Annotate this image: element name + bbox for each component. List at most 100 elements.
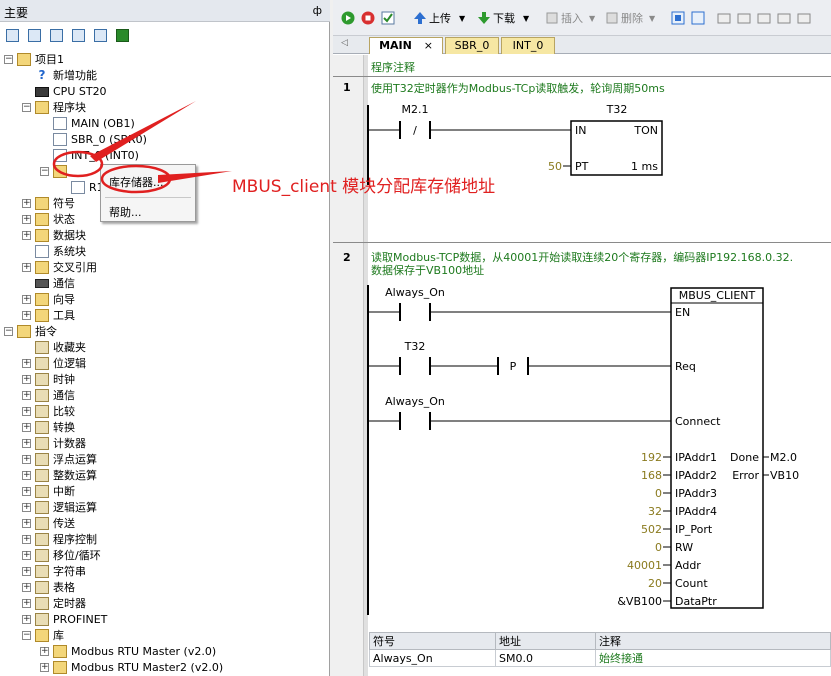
expand-icon[interactable]: + [22, 582, 31, 592]
delete-dropdown-icon[interactable]: ▼ [649, 14, 656, 23]
contact-always-on-2[interactable]: Always_On [368, 395, 671, 430]
expand-icon[interactable]: + [22, 470, 31, 480]
contact-m2-1[interactable]: M2.1 / [368, 103, 571, 139]
insert-dropdown-icon[interactable]: ▼ [589, 14, 596, 23]
ladder-editor[interactable]: 程序注释 1 使用T32定时器作为Modbus-TCp读取触发，轮询周期50ms… [333, 55, 831, 676]
expand-icon[interactable]: + [22, 294, 31, 304]
download-dropdown-icon[interactable]: ▼ [523, 14, 530, 23]
mbus-client-block[interactable]: MBUS_CLIENT ENReqConnectIPAddr1192IPAddr… [617, 287, 799, 609]
expand-icon[interactable]: + [40, 662, 49, 672]
delete-icon[interactable] [605, 11, 619, 25]
tab-int0[interactable]: INT_0 [501, 37, 555, 54]
upload-icon[interactable] [413, 11, 427, 25]
expand-icon[interactable]: + [22, 502, 31, 512]
monitor-icon[interactable] [671, 11, 685, 25]
tab-sbr0[interactable]: SBR_0 [445, 37, 499, 54]
expand-icon[interactable]: + [22, 550, 31, 560]
library-memory-menu-item[interactable]: 库存储器... [109, 176, 164, 189]
collapse-icon[interactable]: − [40, 166, 49, 176]
block-input-value[interactable]: 32 [648, 505, 662, 518]
pin-icon[interactable]: ф [312, 4, 322, 17]
col-comment[interactable]: 注释 [595, 632, 831, 650]
view-icon[interactable] [6, 29, 19, 42]
run-view-icon[interactable] [116, 29, 129, 42]
upload-button[interactable]: 上传 [429, 12, 451, 25]
block-input-value[interactable]: 0 [655, 541, 662, 554]
delete-button[interactable]: 删除 [621, 12, 643, 25]
expand-icon[interactable]: + [22, 422, 31, 432]
block-input-value[interactable]: 20 [648, 577, 662, 590]
network-copy-icon[interactable] [757, 11, 771, 25]
collapse-icon[interactable]: − [22, 102, 31, 112]
expand-icon[interactable]: + [22, 518, 31, 528]
download-icon[interactable] [477, 11, 491, 25]
program-comment[interactable]: 程序注释 [371, 61, 415, 74]
expand-icon[interactable]: + [22, 198, 31, 208]
col-address[interactable]: 地址 [495, 632, 596, 650]
tab-main[interactable]: MAIN × [369, 37, 443, 54]
expand-icon[interactable]: + [22, 310, 31, 320]
expand-icon[interactable]: + [22, 454, 31, 464]
timer-t32-block[interactable]: T32 IN TON PT 50 1 ms [548, 103, 663, 176]
block-input-value[interactable]: 192 [641, 451, 662, 464]
block-output-value[interactable]: M2.0 [770, 451, 797, 464]
collapse-icon[interactable]: − [22, 630, 31, 640]
network-2-comment-line2[interactable]: 数据保存于VB100地址 [371, 264, 485, 277]
network-1-number[interactable]: 1 [343, 81, 351, 94]
upload-dropdown-icon[interactable]: ▼ [459, 14, 466, 23]
network-more-icon[interactable] [797, 11, 811, 25]
expand-icon[interactable]: + [22, 406, 31, 416]
expand-icon[interactable]: + [22, 614, 31, 624]
collapse-icon[interactable]: − [4, 54, 13, 64]
contact-always-on-1[interactable]: Always_On [368, 286, 671, 321]
expand-icon[interactable]: + [22, 566, 31, 576]
chart-view-icon[interactable] [94, 29, 107, 42]
expand-icon[interactable]: + [22, 598, 31, 608]
expand-icon[interactable]: + [22, 214, 31, 224]
tab-sbr0-label: SBR_0 [454, 39, 490, 52]
positive-edge-contact[interactable]: P [497, 357, 671, 375]
network-2-number[interactable]: 2 [343, 251, 351, 264]
block-output-value[interactable]: VB10 [770, 469, 799, 482]
table-row[interactable]: Always_On SM0.0 始终接通 [369, 649, 831, 667]
ladder-diagram[interactable]: M2.1 / T32 IN TON PT 50 1 ms Always_On [333, 55, 831, 630]
network-insert-icon[interactable] [717, 11, 731, 25]
block-input-value[interactable]: 502 [641, 523, 662, 536]
compile-icon[interactable] [381, 11, 395, 25]
tab-close-icon[interactable]: × [423, 39, 433, 52]
expand-icon[interactable]: + [22, 390, 31, 400]
expand-icon[interactable]: + [22, 486, 31, 496]
run-icon[interactable] [341, 11, 355, 25]
expand-icon[interactable]: + [22, 534, 31, 544]
network-delete-icon[interactable] [737, 11, 751, 25]
expand-icon[interactable]: + [22, 438, 31, 448]
download-button[interactable]: 下载 [493, 12, 515, 25]
status-chart-icon[interactable] [691, 11, 705, 25]
comment-cell[interactable]: 始终接通 [595, 649, 831, 667]
help-menu-item[interactable]: 帮助... [109, 206, 142, 219]
collapse-icon[interactable]: − [4, 326, 13, 336]
page-view-icon[interactable] [50, 29, 63, 42]
expand-icon[interactable]: + [40, 646, 49, 656]
contact-t32[interactable]: T32 [368, 340, 498, 375]
block-input-value[interactable]: &VB100 [617, 595, 662, 608]
expand-icon[interactable]: + [22, 374, 31, 384]
insert-icon[interactable] [545, 11, 559, 25]
tab-scroll-left-icon[interactable]: ◁ [341, 38, 348, 48]
block-input-value[interactable]: 40001 [627, 559, 662, 572]
network-2-comment-line1[interactable]: 读取Modbus-TCP数据，从40001开始读取连续20个寄存器，编码器IP1… [371, 251, 794, 264]
network-paste-icon[interactable] [777, 11, 791, 25]
block-input-value[interactable]: 0 [655, 487, 662, 500]
list-view-icon[interactable] [72, 29, 85, 42]
address-cell[interactable]: SM0.0 [495, 649, 596, 667]
expand-icon[interactable]: + [22, 230, 31, 240]
symbol-cell[interactable]: Always_On [369, 649, 496, 667]
stop-icon[interactable] [361, 11, 375, 25]
insert-button[interactable]: 插入 [561, 12, 583, 25]
expand-icon[interactable]: + [22, 262, 31, 272]
network-1-comment[interactable]: 使用T32定时器作为Modbus-TCp读取触发，轮询周期50ms [371, 82, 665, 95]
table-view-icon[interactable] [28, 29, 41, 42]
block-input-value[interactable]: 168 [641, 469, 662, 482]
expand-icon[interactable]: + [22, 358, 31, 368]
col-symbol[interactable]: 符号 [369, 632, 496, 650]
